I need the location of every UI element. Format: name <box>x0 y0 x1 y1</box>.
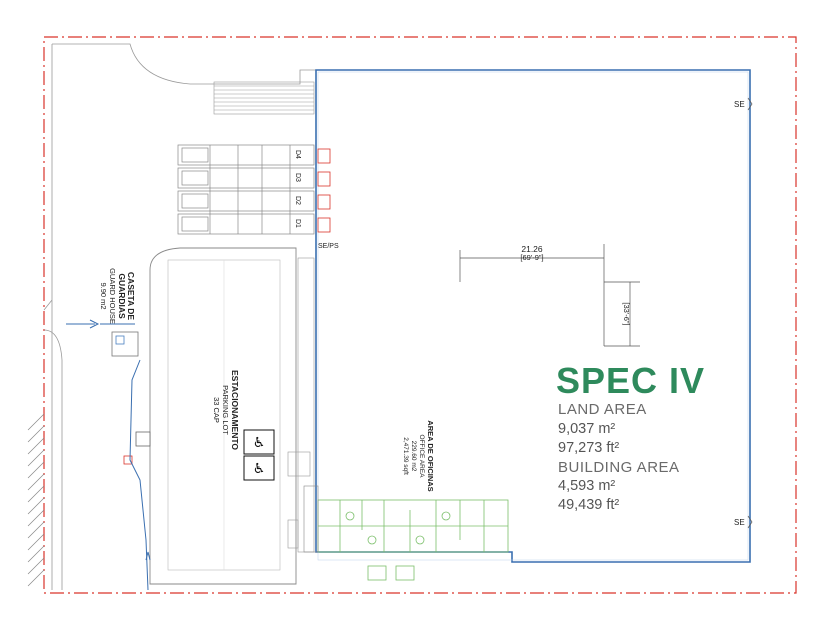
guard-house <box>66 319 151 465</box>
dock-label-d4: D4 <box>294 150 301 159</box>
building-area-ft2: 49,439 ft² <box>558 497 620 513</box>
svg-text:OFFICE AREA: OFFICE AREA <box>418 435 425 479</box>
dimension-width: 21.26 <box>521 244 543 254</box>
building-area-m2: 4,593 m² <box>558 478 616 494</box>
dock-label-d3: D3 <box>294 173 301 182</box>
svg-text:AREA DE OFICINAS: AREA DE OFICINAS <box>426 420 435 491</box>
parking-lot <box>149 247 297 585</box>
dock-doors <box>317 148 331 233</box>
building-outline <box>315 69 751 563</box>
svg-text:♿: ♿ <box>253 435 266 451</box>
guard-house-label: CASETA DE GUARDIAS GUARD HOUSE 9.90 m2 <box>99 268 136 324</box>
property-line <box>43 36 797 594</box>
svg-text:ESTACIONAMENTO: ESTACIONAMENTO <box>230 370 240 450</box>
se-label-bottom: SE <box>734 518 745 527</box>
edge-hatch <box>27 413 45 587</box>
entry-stairs <box>213 81 315 115</box>
truck-docks <box>177 144 315 235</box>
svg-text:2,471.39 sqft: 2,471.39 sqft <box>402 437 409 475</box>
dimension-width-ft: [69'-9"] <box>520 253 543 262</box>
spec-title: SPEC IV <box>556 360 706 401</box>
walkway <box>287 257 315 553</box>
svg-text:CASETA DE: CASETA DE <box>126 272 136 321</box>
dimension-lines <box>459 244 640 347</box>
parking-label: ESTACIONAMENTO PARKING LOT 33 CAP <box>212 370 240 450</box>
svg-text:9.90 m2: 9.90 m2 <box>99 282 108 309</box>
svg-text:PARKING LOT: PARKING LOT <box>221 385 230 435</box>
svg-text:33 CAP: 33 CAP <box>212 397 221 423</box>
svg-text:GUARD HOUSE: GUARD HOUSE <box>108 268 117 324</box>
land-area-m2: 9,037 m² <box>558 421 616 437</box>
dock-label-d1: D1 <box>294 219 301 228</box>
access-road <box>129 359 149 591</box>
dock-label-d2: D2 <box>294 196 301 205</box>
se-ps-label: SE/PS <box>318 243 339 250</box>
svg-text:229.60 m2: 229.60 m2 <box>410 441 417 472</box>
dimension-depth: [33'-6"] <box>622 302 631 325</box>
building-area-label: BUILDING AREA <box>558 459 680 476</box>
site-outline <box>43 43 316 590</box>
svg-text:GUARDIAS: GUARDIAS <box>117 273 127 319</box>
se-label-top: SE <box>734 100 745 109</box>
office-label: AREA DE OFICINAS OFFICE AREA 229.60 m2 2… <box>402 420 435 491</box>
land-area-label: LAND AREA <box>558 401 647 418</box>
site-curb-left <box>43 329 63 590</box>
svg-text:♿: ♿ <box>253 461 266 477</box>
land-area-ft2: 97,273 ft² <box>558 440 620 456</box>
office-area <box>317 499 509 581</box>
accessible-parking: ♿ ♿ <box>243 429 275 481</box>
